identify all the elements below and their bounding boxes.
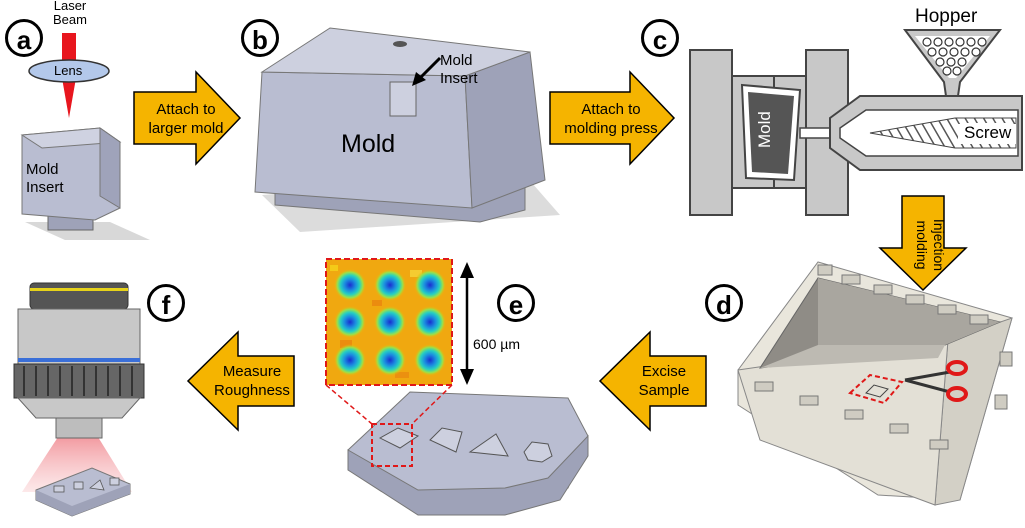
mold-insert-a-label: Mold Insert bbox=[26, 161, 64, 197]
arrow-d-to-e bbox=[598, 330, 707, 432]
mold-insert-b-label: Mold Insert bbox=[440, 52, 478, 88]
arrow-bc-text: Attach to molding press bbox=[552, 100, 670, 138]
panel-f bbox=[13, 282, 145, 517]
mold-insert-a-line2: Insert bbox=[26, 179, 64, 196]
arrow-b-to-c bbox=[549, 70, 676, 166]
laser-beam-label: Laser Beam bbox=[52, 0, 88, 27]
arrow-de-line1: Excise bbox=[641, 363, 687, 380]
hopper-pellets bbox=[922, 37, 987, 76]
arrow-bc-line2: molding press bbox=[564, 120, 658, 137]
laser-focus bbox=[62, 78, 76, 118]
panel-b-badge: b bbox=[241, 19, 279, 57]
arrow-bc-line1: Attach to bbox=[581, 101, 641, 118]
arrow-ab-line2: larger mold bbox=[148, 120, 224, 137]
arrow-e-to-f bbox=[186, 330, 295, 432]
mold-b-label: Mold bbox=[341, 130, 396, 158]
scale-label: 600 µm bbox=[473, 336, 520, 352]
arrow-ef-line1: Measure bbox=[222, 363, 282, 380]
laser-label-line1: Laser bbox=[53, 0, 87, 13]
panel-f-badge: f bbox=[147, 284, 185, 322]
laser-label-line2: Beam bbox=[53, 12, 87, 27]
arrow-ef-text: Measure Roughness bbox=[208, 362, 296, 400]
lens-shape bbox=[28, 59, 110, 83]
laser-beam bbox=[62, 33, 76, 63]
arrow-cd-text: Injection molding bbox=[913, 205, 947, 285]
arrow-cd-line1: Injection bbox=[931, 218, 947, 272]
arrow-ab-line1: Attach to bbox=[156, 101, 216, 118]
panel-d bbox=[737, 261, 1013, 506]
panel-c-badge: c bbox=[641, 19, 679, 57]
mold-insert-b-line2: Insert bbox=[440, 70, 478, 87]
arrow-ef-line2: Roughness bbox=[214, 382, 290, 399]
mold-c-label: Mold bbox=[755, 111, 774, 148]
panel-a-badge: a bbox=[5, 19, 43, 57]
panel-e-badge: e bbox=[497, 284, 535, 322]
arrow-ab-text: Attach to larger mold bbox=[136, 100, 236, 138]
arrow-a-to-b bbox=[133, 70, 242, 166]
insert-pointer-arrow bbox=[418, 56, 442, 80]
lens-label: Lens bbox=[54, 63, 83, 78]
arrow-c-to-d bbox=[878, 195, 968, 292]
arrow-de-text: Excise Sample bbox=[622, 362, 706, 400]
panel-d-badge: d bbox=[705, 284, 743, 322]
panel-b bbox=[254, 27, 560, 232]
excise-region bbox=[848, 373, 904, 405]
mold-insert-b-line1: Mold bbox=[440, 52, 473, 69]
mold-insert-face bbox=[389, 81, 417, 117]
panel-a bbox=[20, 33, 150, 240]
arrow-cd-line2: molding bbox=[914, 220, 930, 270]
scissors-icon bbox=[904, 360, 968, 402]
microscope-objective bbox=[13, 282, 145, 439]
screw-label: Screw bbox=[962, 123, 1014, 143]
arrow-de-line2: Sample bbox=[638, 382, 690, 399]
hopper-label: Hopper bbox=[915, 6, 978, 27]
mold-insert-a-line1: Mold bbox=[26, 161, 59, 178]
mold-cavity bbox=[748, 92, 794, 174]
panel-e bbox=[325, 258, 589, 516]
heatmap-dips bbox=[334, 269, 446, 376]
